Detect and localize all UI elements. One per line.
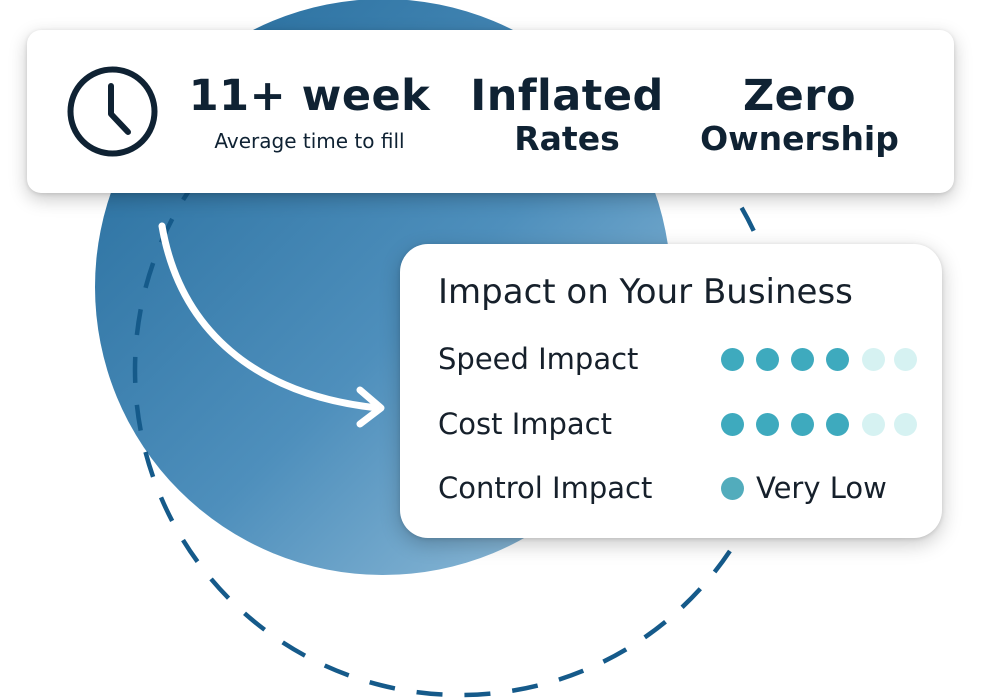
rating-dot bbox=[721, 477, 744, 500]
rating-dot bbox=[862, 413, 885, 436]
rating-dot bbox=[894, 348, 917, 371]
rating-dot bbox=[791, 348, 814, 371]
rating-dot bbox=[894, 413, 917, 436]
rating-dot bbox=[721, 348, 744, 371]
impact-row-cost: Cost Impact bbox=[438, 405, 918, 445]
stat-ownership-caption: Ownership bbox=[700, 119, 899, 158]
cost-impact-label: Cost Impact bbox=[438, 407, 612, 441]
clock-icon bbox=[67, 66, 158, 157]
stat-rates-caption: Rates bbox=[514, 119, 620, 158]
rating-dot bbox=[756, 413, 779, 436]
rating-dot bbox=[826, 348, 849, 371]
rating-dot bbox=[791, 413, 814, 436]
stat-time-value: 11+ week bbox=[188, 71, 431, 121]
stat-ownership-value: Zero bbox=[742, 71, 857, 121]
stats-card: 11+ week Average time to fill Inflated R… bbox=[27, 30, 954, 193]
impact-row-speed: Speed Impact bbox=[438, 340, 918, 380]
stat-time-caption: Average time to fill bbox=[214, 129, 405, 153]
stat-ownership: Zero Ownership bbox=[692, 75, 907, 157]
rating-dot bbox=[826, 413, 849, 436]
control-impact-label: Control Impact bbox=[438, 471, 653, 505]
speed-impact-label: Speed Impact bbox=[438, 342, 639, 376]
control-impact-rating-text: Very Low bbox=[756, 471, 887, 505]
impact-row-control: Control Impact Very Low bbox=[438, 469, 918, 509]
stat-time-to-fill: 11+ week Average time to fill bbox=[187, 71, 432, 154]
rating-dot bbox=[862, 348, 885, 371]
curved-arrow-icon bbox=[158, 222, 385, 428]
impact-title: Impact on Your Business bbox=[438, 272, 853, 312]
stat-rates-value: Inflated bbox=[470, 71, 664, 121]
rating-dot bbox=[756, 348, 779, 371]
stat-rates: Inflated Rates bbox=[467, 75, 667, 157]
impact-card: Impact on Your Business Speed Impact Cos… bbox=[400, 244, 942, 538]
rating-dot bbox=[721, 413, 744, 436]
